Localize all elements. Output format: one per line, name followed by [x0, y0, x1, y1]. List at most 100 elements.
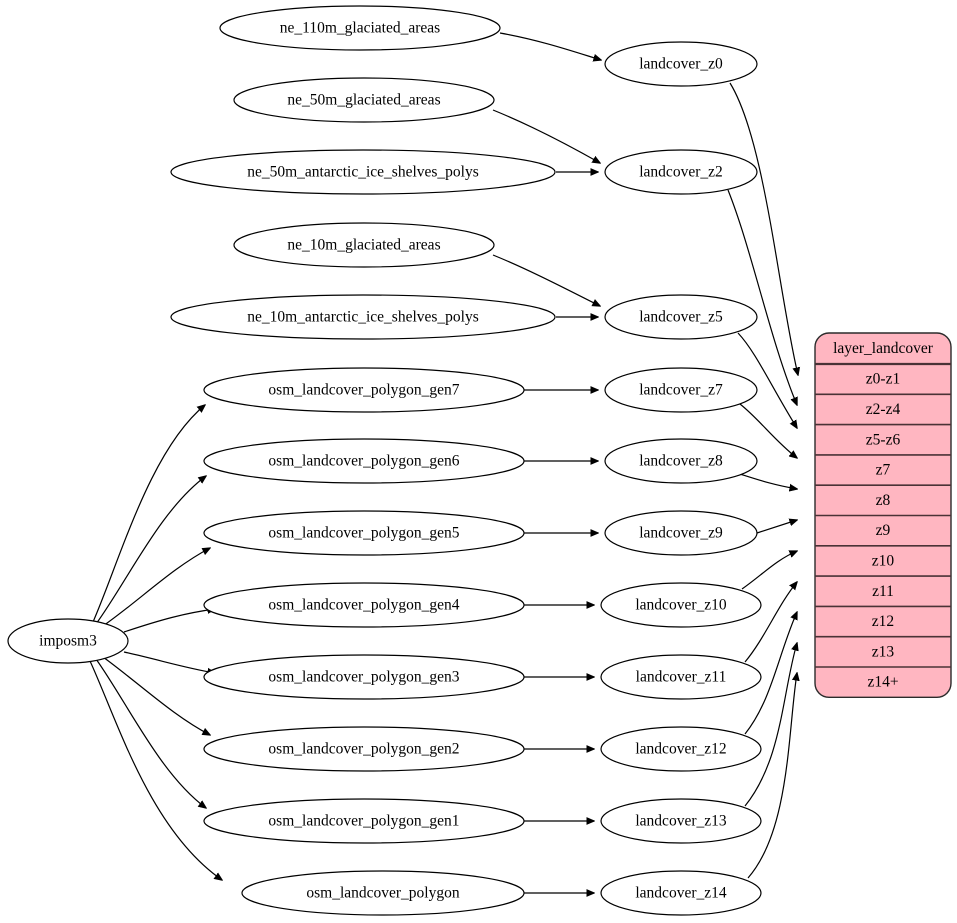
node-label-osm_landcover_polygon_gen4: osm_landcover_polygon_gen4 [268, 597, 459, 614]
node-label-landcover_z7: landcover_z7 [639, 382, 723, 399]
node-shape-landcover_z0 [604, 41, 758, 87]
layer-table-row-z5-z6[interactable]: z5-z6 [815, 425, 951, 455]
layer-table-row-label-z10: z10 [872, 553, 895, 570]
node-ne_110m_glaciated_areas[interactable]: ne_110m_glaciated_areas [219, 5, 501, 51]
layer-table-row-z11[interactable]: z11 [815, 576, 951, 606]
node-osm_landcover_polygon_gen7[interactable]: osm_landcover_polygon_gen7 [203, 367, 525, 413]
node-shape-landcover_z5 [604, 294, 758, 340]
node-shape-landcover_z11 [600, 654, 762, 700]
node-osm_landcover_polygon_gen3[interactable]: osm_landcover_polygon_gen3 [203, 654, 525, 700]
layer-table-row-z0-z1[interactable]: z0-z1 [815, 364, 951, 394]
node-osm_landcover_polygon_gen6[interactable]: osm_landcover_polygon_gen6 [203, 438, 525, 484]
node-label-ne_10m_glaciated_areas: ne_10m_glaciated_areas [287, 237, 440, 254]
edge-landcover_z13-to-row_z13 [744, 643, 797, 807]
layer-table-row-z2-z4[interactable]: z2-z4 [815, 394, 951, 424]
node-label-landcover_z0: landcover_z0 [639, 56, 723, 73]
node-label-landcover_z9: landcover_z9 [639, 525, 723, 542]
node-shape-source_imposm [7, 618, 129, 664]
layer-table-row-label-z11: z11 [872, 583, 894, 600]
layer-table-row-z12[interactable]: z12 [815, 606, 951, 636]
edge-ne_10m_glaciated_areas-to-landcover_z5 [492, 254, 600, 306]
layer-table-row-z7[interactable]: z7 [815, 455, 951, 485]
node-landcover_z14[interactable]: landcover_z14 [600, 870, 762, 916]
layer-table-row-label-z2-z4: z2-z4 [866, 401, 901, 418]
layer-table-row-z13[interactable]: z13 [815, 637, 951, 667]
node-shape-landcover_z12 [600, 726, 762, 772]
node-shape-ne_50m_glaciated_areas [233, 77, 495, 123]
edge-source_imposm-to-osm_landcover_polygon_gen5 [102, 548, 210, 627]
layer-table-row-z10[interactable]: z10 [815, 546, 951, 576]
edge-landcover_z12-to-row_z12 [744, 612, 797, 735]
node-shape-ne_50m_antarctic_ice_shelves_polys [170, 149, 556, 195]
node-shape-osm_landcover_polygon_gen1 [203, 798, 525, 844]
edge-source_imposm-to-osm_landcover_polygon_gen4 [123, 609, 215, 633]
node-label-ne_50m_antarctic_ice_shelves_polys: ne_50m_antarctic_ice_shelves_polys [247, 164, 479, 181]
node-ne_10m_antarctic_ice_shelves_polys[interactable]: ne_10m_antarctic_ice_shelves_polys [170, 294, 556, 340]
node-landcover_z0[interactable]: landcover_z0 [604, 41, 758, 87]
edge-source_imposm-to-osm_landcover_polygon_gen6 [95, 476, 206, 625]
layer-table-row-z14+[interactable]: z14+ [815, 667, 951, 697]
layer-table-row-z9[interactable]: z9 [815, 516, 951, 546]
node-osm_landcover_polygon_gen1[interactable]: osm_landcover_polygon_gen1 [203, 798, 525, 844]
node-shape-osm_landcover_polygon_gen2 [203, 726, 525, 772]
edge-source_imposm-to-osm_landcover_polygon_gen3 [123, 651, 215, 673]
node-label-landcover_z2: landcover_z2 [639, 164, 723, 181]
edge-landcover_z5-to-row_z5-z6 [737, 332, 797, 428]
node-landcover_z12[interactable]: landcover_z12 [600, 726, 762, 772]
layer-landcover-table: layer_landcoverz0-z1z2-z4z5-z6z7z8z9z10z… [814, 332, 952, 698]
edge-landcover_z7-to-row_z7 [739, 403, 797, 458]
node-landcover_z5[interactable]: landcover_z5 [604, 294, 758, 340]
layer-table-row-label-z5-z6: z5-z6 [866, 431, 901, 448]
edge-landcover_z2-to-row_z2-z4 [727, 189, 797, 405]
node-label-osm_landcover_polygon_gen2: osm_landcover_polygon_gen2 [268, 741, 459, 758]
node-label-osm_landcover_polygon_gen7: osm_landcover_polygon_gen7 [268, 382, 459, 399]
node-label-landcover_z5: landcover_z5 [639, 309, 723, 326]
node-label-osm_landcover_polygon_gen3: osm_landcover_polygon_gen3 [268, 669, 459, 686]
node-ne_50m_glaciated_areas[interactable]: ne_50m_glaciated_areas [233, 77, 495, 123]
node-shape-landcover_z7 [604, 367, 758, 413]
nodes-layer: imposm3 ne_110m_glaciated_areas ne_50m_gla… [7, 5, 762, 916]
edge-source_imposm-to-osm_landcover_polygon_gen2 [102, 656, 210, 735]
node-landcover_z7[interactable]: landcover_z7 [604, 367, 758, 413]
node-label-osm_landcover_polygon_gen1: osm_landcover_polygon_gen1 [268, 813, 459, 830]
node-landcover_z9[interactable]: landcover_z9 [604, 510, 758, 556]
node-shape-landcover_z8 [604, 438, 758, 484]
node-source_imposm[interactable]: imposm3 [7, 618, 129, 664]
node-shape-osm_landcover_polygon [241, 870, 525, 916]
node-shape-landcover_z13 [600, 798, 762, 844]
node-landcover_z8[interactable]: landcover_z8 [604, 438, 758, 484]
node-label-landcover_z14: landcover_z14 [635, 885, 726, 902]
node-ne_50m_antarctic_ice_shelves_polys[interactable]: ne_50m_antarctic_ice_shelves_polys [170, 149, 556, 195]
node-shape-landcover_z9 [604, 510, 758, 556]
edge-landcover_z10-to-row_z10 [741, 551, 797, 590]
node-label-landcover_z11: landcover_z11 [636, 669, 727, 686]
node-osm_landcover_polygon_gen4[interactable]: osm_landcover_polygon_gen4 [203, 582, 525, 628]
node-label-osm_landcover_polygon_gen6: osm_landcover_polygon_gen6 [268, 453, 459, 470]
node-osm_landcover_polygon_gen5[interactable]: osm_landcover_polygon_gen5 [203, 510, 525, 556]
edge-ne_50m_glaciated_areas-to-landcover_z2 [492, 109, 600, 163]
node-landcover_z13[interactable]: landcover_z13 [600, 798, 762, 844]
layer-table-row-z8[interactable]: z8 [815, 485, 951, 515]
node-label-landcover_z8: landcover_z8 [639, 453, 723, 470]
edge-landcover_z9-to-row_z9 [756, 520, 797, 534]
node-landcover_z2[interactable]: landcover_z2 [604, 149, 758, 195]
node-shape-landcover_z14 [600, 870, 762, 916]
node-shape-ne_10m_glaciated_areas [233, 222, 495, 268]
node-label-source_imposm: imposm3 [39, 633, 97, 650]
node-osm_landcover_polygon[interactable]: osm_landcover_polygon [241, 870, 525, 916]
node-ne_10m_glaciated_areas[interactable]: ne_10m_glaciated_areas [233, 222, 495, 268]
node-landcover_z11[interactable]: landcover_z11 [600, 654, 762, 700]
edges-layer [89, 32, 798, 893]
node-shape-ne_10m_antarctic_ice_shelves_polys [170, 294, 556, 340]
node-landcover_z10[interactable]: landcover_z10 [600, 582, 762, 628]
node-osm_landcover_polygon_gen2[interactable]: osm_landcover_polygon_gen2 [203, 726, 525, 772]
layer-table-row-label-z9: z9 [876, 522, 891, 539]
node-shape-osm_landcover_polygon_gen3 [203, 654, 525, 700]
layer-table-row-label-z7: z7 [876, 462, 891, 479]
node-shape-ne_110m_glaciated_areas [219, 5, 501, 51]
node-label-landcover_z12: landcover_z12 [635, 741, 726, 758]
node-label-ne_110m_glaciated_areas: ne_110m_glaciated_areas [280, 20, 440, 37]
layer-table-row-label-z12: z12 [872, 613, 894, 630]
